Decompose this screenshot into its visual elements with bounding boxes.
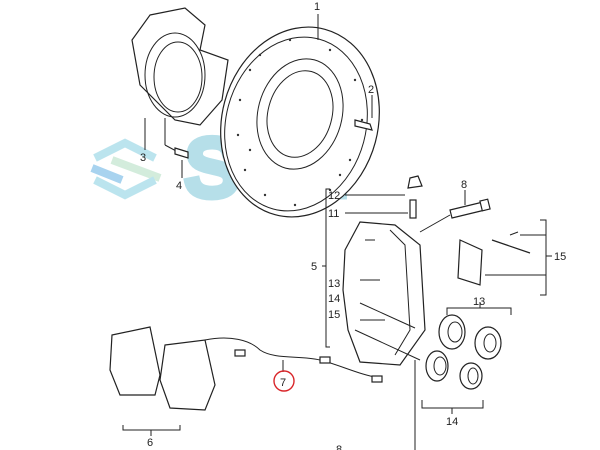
brake-rotor [220, 26, 380, 218]
dust-shield [131, 7, 229, 126]
pad-retainer-kit [457, 231, 531, 286]
bleed-cap [407, 175, 423, 189]
caliper-bolt [449, 198, 491, 219]
bleed-screw [409, 199, 417, 219]
wear-sensor [204, 337, 383, 383]
callout-14-seals: 14 [446, 416, 458, 428]
brake-pads [109, 326, 216, 411]
watermark-logo [90, 138, 162, 200]
shield-bolt [174, 147, 189, 159]
callout-14: 14 [328, 293, 340, 305]
callout-15: 15 [328, 309, 340, 321]
callout-4: 4 [176, 180, 182, 192]
callout-15-retainer: 15 [554, 251, 566, 263]
rotor-screw [354, 119, 373, 131]
callout-6: 6 [147, 437, 153, 449]
callout-8: 8 [461, 179, 467, 191]
callout-1: 1 [314, 1, 320, 13]
callout-13-seals: 13 [473, 296, 485, 308]
callout-7: 7 [280, 377, 286, 389]
callout-5: 5 [311, 261, 317, 273]
callout-8-bottom: 8 [336, 444, 342, 450]
piston-seals [425, 314, 502, 390]
callout-2: 2 [368, 84, 374, 96]
callout-12: 12 [328, 190, 340, 202]
callout-11: 11 [328, 208, 339, 220]
callout-13: 13 [328, 278, 340, 290]
brake-caliper [342, 221, 426, 366]
highlight-circle [273, 370, 295, 392]
callout-3: 3 [140, 152, 146, 164]
